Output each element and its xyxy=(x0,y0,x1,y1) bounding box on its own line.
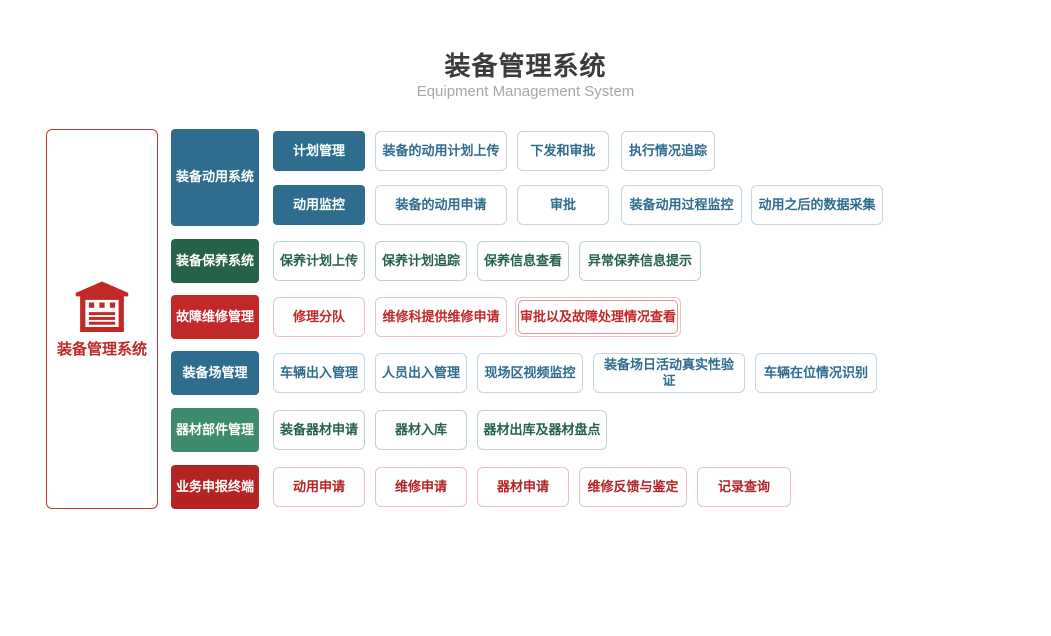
node-personnel-access-management: 人员出入管理 xyxy=(375,353,467,393)
node-use-process-monitoring: 装备动用过程监控 xyxy=(621,185,742,225)
node-material-outbound-inventory: 器材出库及器材盘点 xyxy=(477,410,607,450)
node-fault-repair-management: 故障维修管理 xyxy=(171,295,259,339)
node-material-request: 器材申请 xyxy=(477,467,569,507)
node-issue-and-approval: 下发和审批 xyxy=(517,131,609,171)
node-repair-dept-request: 维修科提供维修申请 xyxy=(375,297,507,337)
node-maintenance-info-view: 保养信息查看 xyxy=(477,241,569,281)
node-business-reporting-terminal: 业务申报终端 xyxy=(171,465,259,509)
node-daily-activity-verification: 装备场日活动真实性验证 xyxy=(593,353,745,393)
root-panel: 装备管理系统 xyxy=(46,129,158,509)
node-repair-team: 修理分队 xyxy=(273,297,365,337)
node-maintenance-system: 装备保养系统 xyxy=(171,239,259,283)
node-equipment-yard-management: 装备场管理 xyxy=(171,351,259,395)
node-use-plan-upload: 装备的动用计划上传 xyxy=(375,131,507,171)
node-use-application: 装备的动用申请 xyxy=(375,185,507,225)
node-record-query: 记录查询 xyxy=(697,467,791,507)
page-subtitle: Equipment Management System xyxy=(416,83,635,100)
node-equipment-use-system: 装备动用系统 xyxy=(171,129,259,226)
node-material-inbound: 器材入库 xyxy=(375,410,467,450)
node-approval-fault-handling-view: 审批以及故障处理情况查看 xyxy=(515,297,681,337)
node-site-video-monitoring: 现场区视频监控 xyxy=(477,353,583,393)
node-maintenance-plan-tracking: 保养计划追踪 xyxy=(375,241,467,281)
garage-icon xyxy=(75,281,129,332)
node-approval: 审批 xyxy=(517,185,609,225)
node-plan-management: 计划管理 xyxy=(273,131,365,171)
node-repair-request: 维修申请 xyxy=(375,467,467,507)
node-use-monitoring: 动用监控 xyxy=(273,185,365,225)
node-maintenance-plan-upload: 保养计划上传 xyxy=(273,241,365,281)
node-repair-feedback-appraisal: 维修反馈与鉴定 xyxy=(579,467,687,507)
node-post-use-data-collection: 动用之后的数据采集 xyxy=(751,185,883,225)
node-vehicle-presence-recognition: 车辆在位情况识别 xyxy=(755,353,877,393)
node-material-parts-management: 器材部件管理 xyxy=(171,408,259,452)
page-title: 装备管理系统 xyxy=(444,51,607,81)
node-abnormal-maintenance-alert: 异常保养信息提示 xyxy=(579,241,701,281)
node-equipment-material-request: 装备器材申请 xyxy=(273,410,365,450)
node-execution-tracking: 执行情况追踪 xyxy=(621,131,715,171)
root-label: 装备管理系统 xyxy=(56,340,147,358)
node-vehicle-access-management: 车辆出入管理 xyxy=(273,353,365,393)
node-use-request: 动用申请 xyxy=(273,467,365,507)
